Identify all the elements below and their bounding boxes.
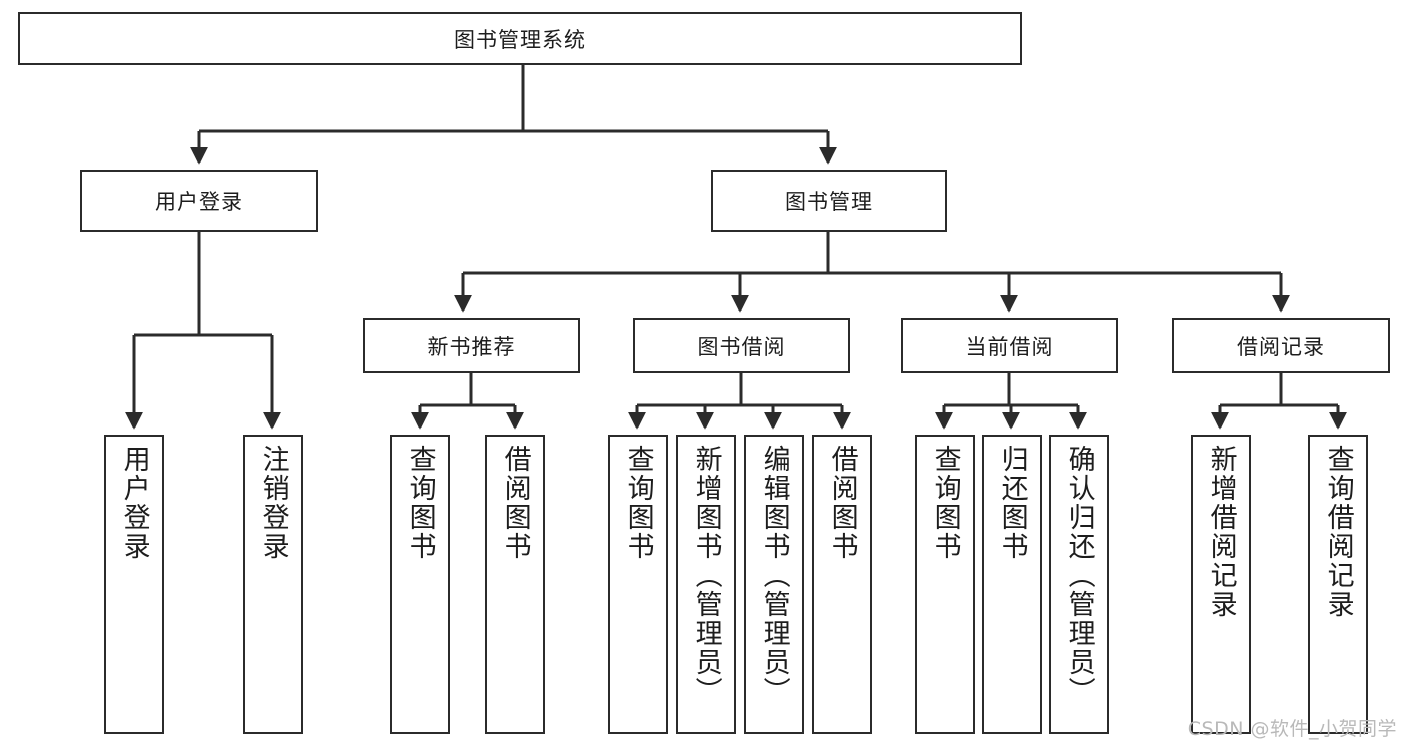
leaf-record-query[interactable]: 查询借阅记录	[1308, 435, 1368, 734]
leaf-user-login-label: 用户登录	[118, 445, 150, 561]
leaf-borrow-edit-book-label: 编辑图书（管理员）	[758, 445, 790, 706]
leaf-current-confirm-return[interactable]: 确认归还（管理员）	[1049, 435, 1109, 734]
leaf-record-query-label: 查询借阅记录	[1322, 445, 1354, 619]
node-new-book-recommend-label: 新书推荐	[427, 334, 516, 359]
leaf-recommend-borrow-book[interactable]: 借阅图书	[485, 435, 545, 734]
node-book-management[interactable]: 图书管理	[711, 170, 947, 232]
node-new-book-recommend[interactable]: 新书推荐	[363, 318, 580, 373]
node-user-login-label: 用户登录	[155, 190, 243, 214]
leaf-current-query-book-label: 查询图书	[929, 445, 961, 561]
leaf-record-add[interactable]: 新增借阅记录	[1191, 435, 1251, 734]
leaf-borrow-add-book-label: 新增图书（管理员）	[690, 445, 722, 706]
node-user-login[interactable]: 用户登录	[80, 170, 318, 232]
leaf-recommend-query-book[interactable]: 查询图书	[390, 435, 450, 734]
leaf-user-login[interactable]: 用户登录	[104, 435, 164, 734]
leaf-borrow-borrow-book[interactable]: 借阅图书	[812, 435, 872, 734]
leaf-recommend-borrow-book-label: 借阅图书	[499, 445, 531, 561]
leaf-borrow-query-book-label: 查询图书	[622, 445, 654, 561]
node-book-management-label: 图书管理	[785, 190, 873, 214]
leaf-borrow-borrow-book-label: 借阅图书	[826, 445, 858, 561]
watermark: CSDN @软件_小贺同学	[1187, 718, 1397, 740]
leaf-current-return-book-label: 归还图书	[996, 445, 1028, 561]
leaf-borrow-add-book[interactable]: 新增图书（管理员）	[676, 435, 736, 734]
node-current-borrow-label: 当前借阅	[965, 334, 1054, 359]
node-current-borrow[interactable]: 当前借阅	[901, 318, 1118, 373]
node-book-borrow[interactable]: 图书借阅	[633, 318, 850, 373]
node-borrow-record-label: 借阅记录	[1237, 334, 1325, 359]
leaf-current-confirm-return-label: 确认归还（管理员）	[1063, 445, 1095, 706]
node-borrow-record[interactable]: 借阅记录	[1172, 318, 1390, 373]
leaf-logout-label: 注销登录	[257, 445, 289, 561]
node-root[interactable]: 图书管理系统	[18, 12, 1022, 65]
leaf-record-add-label: 新增借阅记录	[1205, 445, 1237, 619]
leaf-current-query-book[interactable]: 查询图书	[915, 435, 975, 734]
leaf-logout[interactable]: 注销登录	[243, 435, 303, 734]
leaf-borrow-query-book[interactable]: 查询图书	[608, 435, 668, 734]
leaf-current-return-book[interactable]: 归还图书	[982, 435, 1042, 734]
leaf-recommend-query-book-label: 查询图书	[404, 445, 436, 561]
node-book-borrow-label: 图书借阅	[697, 334, 786, 359]
node-root-label: 图书管理系统	[454, 27, 586, 52]
leaf-borrow-edit-book[interactable]: 编辑图书（管理员）	[744, 435, 804, 734]
